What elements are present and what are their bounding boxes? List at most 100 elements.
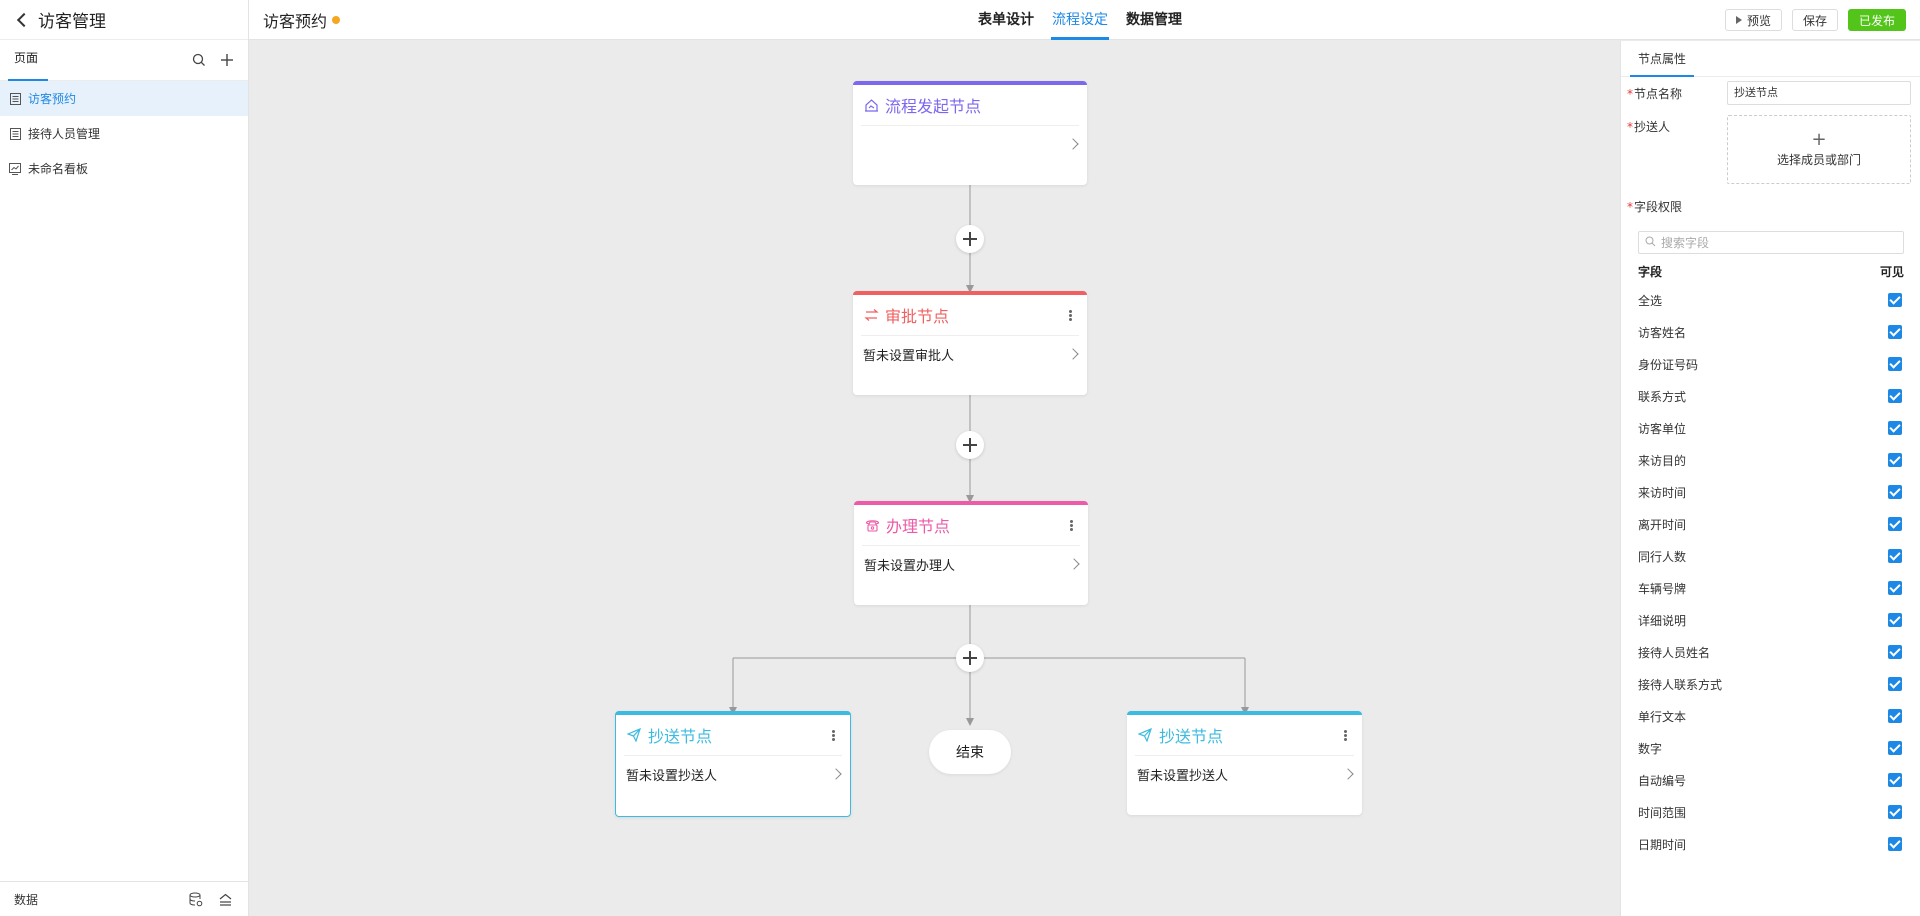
field-row: 离开时间: [1638, 508, 1904, 540]
cc-node-text: 暂未设置抄送人: [1137, 768, 1229, 784]
visible-checkbox[interactable]: [1888, 773, 1902, 787]
field-label: 同行人数: [1638, 549, 1687, 564]
visible-checkbox[interactable]: [1888, 453, 1902, 467]
field-row: 身份证号码: [1638, 348, 1904, 380]
field-row: 同行人数: [1638, 540, 1904, 572]
sidebar-item-dashboard[interactable]: 未命名看板: [0, 151, 248, 186]
database-icon[interactable]: [186, 890, 204, 908]
field-row: 详细说明: [1638, 604, 1904, 636]
visible-checkbox[interactable]: [1888, 357, 1902, 371]
visible-checkbox[interactable]: [1888, 293, 1902, 307]
chevron-right-icon: [1067, 138, 1079, 150]
visible-checkbox[interactable]: [1888, 485, 1902, 499]
tab-pages[interactable]: 页面: [7, 40, 49, 81]
sidebar-item-label: 未命名看板: [28, 162, 89, 176]
handle-node[interactable]: 办理节点 暂未设置办理人: [854, 501, 1088, 605]
sidebar-item-label: 访客预约: [28, 92, 77, 106]
field-label: 访客单位: [1638, 421, 1687, 436]
approve-node[interactable]: 审批节点 暂未设置审批人: [853, 291, 1087, 395]
field-row: 全选: [1638, 284, 1904, 316]
dashboard-icon: [9, 162, 21, 175]
form-icon: [9, 127, 21, 140]
tab-flow-settings[interactable]: 流程设定: [1051, 0, 1109, 40]
field-label: 详细说明: [1638, 613, 1687, 628]
more-options-icon[interactable]: [1063, 307, 1077, 323]
add-node-button[interactable]: [956, 644, 984, 672]
cc-node-header: 抄送节点: [616, 715, 850, 755]
tab-form-design[interactable]: 表单设计: [978, 12, 1034, 28]
cc-node-right[interactable]: 抄送节点 暂未设置抄送人: [1127, 711, 1362, 815]
collapse-icon[interactable]: [216, 890, 234, 908]
visible-checkbox[interactable]: [1888, 581, 1902, 595]
unsaved-dot-icon: [332, 16, 341, 24]
add-page-icon[interactable]: [218, 51, 236, 69]
field-label: 来访目的: [1638, 453, 1687, 468]
search-icon: [1645, 236, 1656, 250]
member-picker[interactable]: + 选择成员或部门: [1727, 115, 1911, 184]
visible-checkbox[interactable]: [1888, 741, 1902, 755]
handle-node-text: 暂未设置办理人: [864, 558, 956, 574]
top-actions: 预览 保存 已发布: [1724, 9, 1906, 31]
back-arrow-icon[interactable]: [14, 12, 30, 28]
more-options-icon[interactable]: [1338, 727, 1352, 743]
visible-checkbox[interactable]: [1888, 677, 1902, 691]
chevron-right-icon: [1068, 558, 1080, 570]
save-button[interactable]: 保存: [1791, 9, 1838, 31]
visible-checkbox[interactable]: [1888, 517, 1902, 531]
field-row: 时间范围: [1638, 796, 1904, 828]
field-label: 离开时间: [1638, 517, 1687, 532]
preview-button[interactable]: 预览: [1724, 9, 1782, 31]
start-node[interactable]: 流程发起节点: [853, 81, 1087, 185]
document-title: 访客预约: [263, 0, 341, 40]
visible-checkbox[interactable]: [1888, 421, 1902, 435]
cc-node-left[interactable]: 抄送节点 暂未设置抄送人: [615, 711, 851, 817]
add-node-button[interactable]: [956, 225, 984, 253]
main-tabs: 表单设计 流程设定 数据管理: [977, 0, 1183, 40]
play-icon: [1735, 16, 1742, 24]
approve-node-text: 暂未设置审批人: [863, 348, 955, 364]
visible-checkbox[interactable]: [1888, 805, 1902, 819]
add-node-button[interactable]: [956, 431, 984, 459]
field-label: 自动编号: [1638, 773, 1687, 788]
field-label: 接待人员姓名: [1638, 645, 1711, 660]
start-node-body: [853, 125, 1087, 163]
data-label: 数据: [14, 892, 39, 907]
tab-node-properties[interactable]: 节点属性: [1629, 41, 1695, 77]
node-name-input[interactable]: 抄送节点: [1727, 81, 1911, 105]
field-permission-label-text: 字段权限: [1634, 200, 1683, 214]
search-icon[interactable]: [190, 51, 208, 69]
sidebar-item-label: 接待人员管理: [28, 127, 101, 141]
visible-checkbox[interactable]: [1888, 613, 1902, 627]
field-row: 车辆号牌: [1638, 572, 1904, 604]
handle-icon: [864, 517, 880, 533]
handle-node-body: 暂未设置办理人: [854, 545, 1088, 583]
field-row: 来访时间: [1638, 476, 1904, 508]
field-row: 来访目的: [1638, 444, 1904, 476]
field-search-placeholder: 搜索字段: [1661, 236, 1710, 250]
field-label: 车辆号牌: [1638, 581, 1687, 596]
required-mark: *: [1627, 87, 1633, 101]
visible-checkbox[interactable]: [1888, 709, 1902, 723]
visible-checkbox[interactable]: [1888, 325, 1902, 339]
field-search-input[interactable]: 搜索字段: [1638, 231, 1904, 254]
end-label: 结束: [956, 745, 984, 761]
form-icon: [9, 92, 21, 105]
chevron-right-icon: [1067, 348, 1079, 360]
more-options-icon[interactable]: [1064, 517, 1078, 533]
visible-checkbox[interactable]: [1888, 549, 1902, 563]
field-label: 日期时间: [1638, 837, 1687, 852]
field-label: 联系方式: [1638, 389, 1687, 404]
sidebar-item-visitor-booking[interactable]: 访客预约: [0, 81, 248, 116]
visible-checkbox[interactable]: [1888, 837, 1902, 851]
sidebar-item-reception-staff[interactable]: 接待人员管理: [0, 116, 248, 151]
handle-node-header: 办理节点: [854, 505, 1088, 545]
visible-checkbox[interactable]: [1888, 645, 1902, 659]
more-options-icon[interactable]: [826, 727, 840, 743]
required-mark: *: [1627, 200, 1633, 214]
chevron-right-icon: [1342, 768, 1354, 780]
cc-node-title: 抄送节点: [1159, 727, 1224, 746]
visible-checkbox[interactable]: [1888, 389, 1902, 403]
field-row: 接待人员姓名: [1638, 636, 1904, 668]
publish-button[interactable]: 已发布: [1847, 9, 1906, 31]
tab-data-management[interactable]: 数据管理: [1126, 12, 1182, 28]
